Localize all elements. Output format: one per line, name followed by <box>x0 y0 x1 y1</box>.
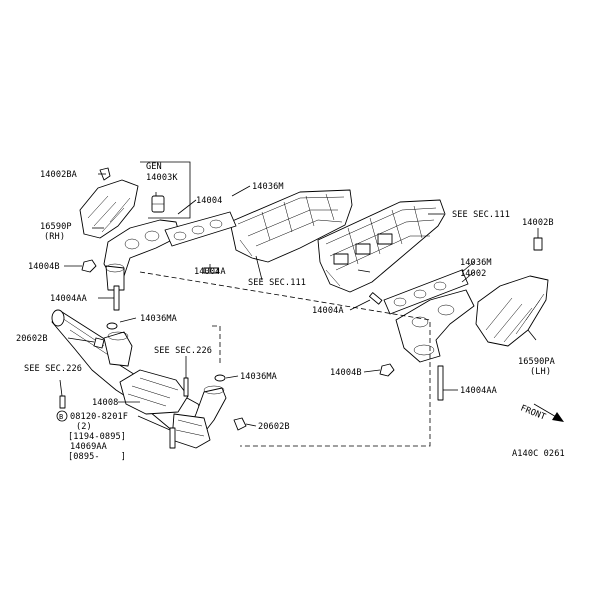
label-see-sec-111-mid: SEE SEC.111 <box>452 210 510 220</box>
label-16590p: 16590P <box>40 222 72 232</box>
heat-shield-rh <box>79 179 139 239</box>
label-bolt-dates-1: [1194-0895] <box>68 432 126 442</box>
manifold-gasket-lh <box>383 269 469 315</box>
label-lh: (LH) <box>530 367 551 377</box>
label-14036m-top: 14036M <box>252 182 284 192</box>
label-see-sec-226-right: SEE SEC.226 <box>154 346 212 356</box>
rear-front-pipe <box>171 385 227 449</box>
label-20602b-right: 20602B <box>258 422 290 432</box>
figure-id: A140C 0261 <box>512 449 565 459</box>
label-14004b-right: 14004B <box>330 368 362 378</box>
bolt-circle-b-icon <box>56 410 68 422</box>
label-14036ma-mid: 14036MA <box>240 372 278 382</box>
label-front: FRONT <box>519 404 547 423</box>
label-14002ba: 14002BA <box>40 170 78 180</box>
cylinder-head-rh <box>229 189 353 263</box>
leader-lines <box>59 161 539 431</box>
label-bolt-qty: (2) <box>76 422 92 432</box>
label-bolt-circle-b: B <box>59 413 63 421</box>
gen-heat-insulator <box>151 195 165 213</box>
label-bolt-dates-2: [0895- ] <box>68 452 126 462</box>
label-14036ma-top: 14036MA <box>140 314 178 324</box>
label-16590pa: 16590PA <box>518 357 556 367</box>
label-14004a-left: 14004A <box>194 267 226 277</box>
hardware <box>59 167 543 449</box>
exhaust-manifold-lh <box>395 289 475 363</box>
label-14004a-right: 14004A <box>312 306 344 316</box>
reference-lines <box>139 271 431 447</box>
exhaust-manifold-rh <box>103 219 181 291</box>
label-see-sec-111-top: SEE SEC.111 <box>248 278 306 288</box>
label-14004: 14004 <box>196 196 222 206</box>
label-14069aa: 14069AA <box>70 442 108 452</box>
manifold-gasket-rh <box>164 211 237 247</box>
label-14004b-left: 14004B <box>28 262 60 272</box>
label-08120-8201f: 08120-8201F <box>70 412 128 422</box>
label-14036m-right: 14036M <box>460 258 492 268</box>
label-see-sec-226-left: SEE SEC.226 <box>24 364 82 374</box>
cylinder-head-lh <box>317 199 446 293</box>
label-14008: 14008 <box>92 398 118 408</box>
front-direction-arrow <box>533 403 564 422</box>
heat-shield-lh <box>475 275 549 347</box>
label-rh: (RH) <box>44 232 65 242</box>
label-20602b-left: 20602B <box>16 334 48 344</box>
label-14004aa-left: 14004AA <box>50 294 88 304</box>
label-14004aa-right: 14004AA <box>460 386 498 396</box>
label-14003k: 14003K <box>146 173 178 183</box>
label-gen: GEN <box>146 162 162 172</box>
part-labels: GEN 14003K 14002BA 16590P (RH) 14004B 14… <box>16 162 565 462</box>
catalytic-converter <box>103 331 189 415</box>
label-14002: 14002 <box>460 269 486 279</box>
label-14002b: 14002B <box>522 218 554 228</box>
